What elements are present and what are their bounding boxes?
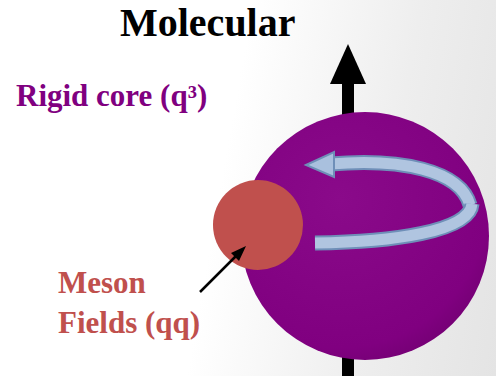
diagram-title: Molecular [120, 0, 296, 46]
rotation-band-outline [330, 163, 470, 205]
rotation-band [315, 204, 472, 243]
leader-line [200, 254, 238, 292]
meson-label: Meson Fields (qq) [58, 263, 228, 344]
rotation-arrowhead [306, 152, 334, 177]
rotation-band-outline [315, 204, 472, 243]
core-label: Rigid core (q³) [16, 78, 207, 114]
meson-circle [213, 180, 303, 270]
rotation-band [330, 163, 470, 205]
leader-arrowhead [231, 246, 246, 261]
axis-arrowhead [330, 44, 366, 84]
